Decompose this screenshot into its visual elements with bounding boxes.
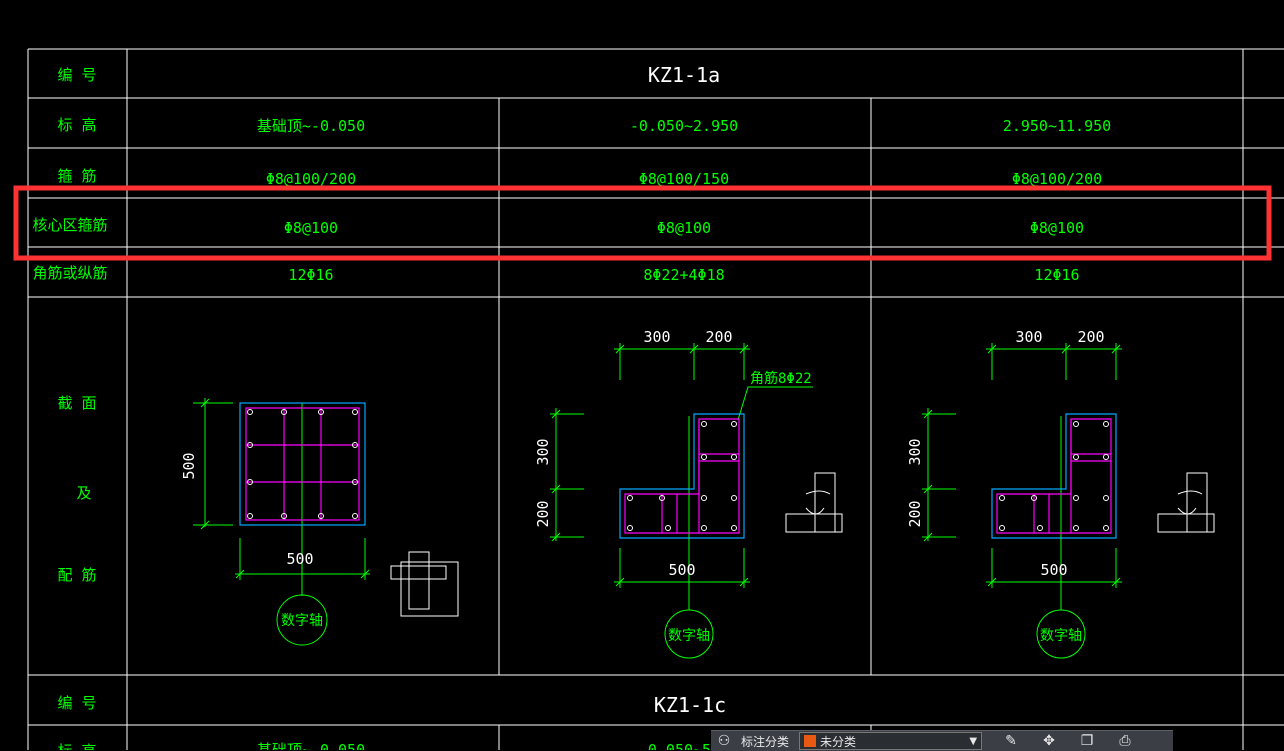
section-drawing-square: 500 500 数字轴 — [180, 398, 459, 646]
row-label-elevation: 标 高 — [57, 116, 96, 134]
col3-bars: 12Φ16 — [1034, 266, 1079, 284]
edit-icon[interactable]: ✎ — [1005, 733, 1017, 749]
col1-core-stirrup: Φ8@100 — [284, 219, 338, 237]
row-label-code-2: 编 号 — [57, 694, 96, 712]
annotation-category-select[interactable]: 未分类 ▼ — [799, 732, 983, 750]
col3-core-stirrup: Φ8@100 — [1030, 219, 1084, 237]
l1-top-dim-b: 200 — [705, 328, 732, 346]
toolbar-tools: ✎ ✥ ❐ ⎙ — [992, 733, 1144, 749]
square-axis-label: 数字轴 — [281, 613, 323, 629]
column-code-kz1-1a: KZ1-1a — [648, 63, 720, 87]
move-icon[interactable]: ✥ — [1043, 733, 1055, 749]
row-label-corner-bars: 角筋或纵筋 — [32, 264, 107, 282]
print-icon[interactable]: ⎙ — [1119, 733, 1131, 749]
row-label-section-2: 及 — [76, 484, 91, 502]
section-drawing-l-shape-1: 300 200 300 200 500 角筋8Φ22 数字轴 — [534, 328, 843, 659]
l1-left-dim-a: 300 — [534, 438, 552, 465]
l1-left-dim-b: 200 — [534, 500, 552, 527]
annotation-toolbar: ⚇ 标注分类 未分类 ▼ ✎ ✥ ❐ ⎙ — [711, 730, 1173, 751]
l1-top-dim-a: 300 — [643, 328, 670, 346]
l2-top-dim-b: 200 — [1077, 328, 1104, 346]
col2-elevation: -0.050~2.950 — [630, 117, 738, 135]
col2-stirrup: Φ8@100/150 — [639, 170, 729, 188]
row-label-code: 编 号 — [57, 66, 96, 84]
copy-icon[interactable]: ❐ — [1080, 733, 1094, 749]
l1-axis-label: 数字轴 — [668, 628, 710, 644]
l1-leader-label: 角筋8Φ22 — [750, 370, 812, 387]
col1-bars: 12Φ16 — [288, 266, 333, 284]
l2-bottom-dim: 500 — [1040, 561, 1067, 579]
section-drawing-l-shape-2: 300 200 300 200 500 数字轴 — [906, 328, 1215, 659]
chevron-down-icon: ▼ — [969, 735, 978, 747]
group2-col1-elevation: 基础顶~-0.050 — [257, 741, 365, 750]
row-label-section-3: 配 筋 — [57, 566, 96, 584]
l2-top-dim-a: 300 — [1015, 328, 1042, 346]
col3-elevation: 2.950~11.950 — [1003, 117, 1111, 135]
col1-stirrup: Φ8@100/200 — [266, 170, 356, 188]
square-width-dim: 500 — [286, 550, 313, 568]
col2-core-stirrup: Φ8@100 — [657, 219, 711, 237]
col2-bars: 8Φ22+4Φ18 — [643, 266, 724, 284]
row-label-elevation-2: 标 高 — [57, 742, 96, 750]
col1-elevation: 基础顶~-0.050 — [257, 117, 365, 135]
square-height-dim: 500 — [180, 452, 198, 479]
color-swatch — [804, 735, 817, 747]
annotation-category-label: 标注分类 — [741, 734, 790, 749]
table-grid — [27, 48, 1284, 750]
highlight-box — [13, 185, 1272, 261]
row-label-stirrup: 箍 筋 — [57, 167, 96, 185]
tags-icon[interactable]: ⚇ — [717, 733, 731, 749]
l2-axis-label: 数字轴 — [1040, 628, 1082, 644]
group2-col2-elevation: -0.050~5.9 — [639, 741, 729, 750]
col3-stirrup: Φ8@100/200 — [1012, 170, 1102, 188]
annotation-category-value: 未分类 — [820, 734, 857, 749]
column-code-kz1-1c: KZ1-1c — [654, 693, 726, 717]
row-label-core-stirrup: 核心区箍筋 — [32, 216, 107, 234]
l1-bottom-dim: 500 — [668, 561, 695, 579]
l2-left-dim-a: 300 — [906, 438, 924, 465]
row-label-section-1: 截 面 — [57, 394, 96, 412]
l2-left-dim-b: 200 — [906, 500, 924, 527]
